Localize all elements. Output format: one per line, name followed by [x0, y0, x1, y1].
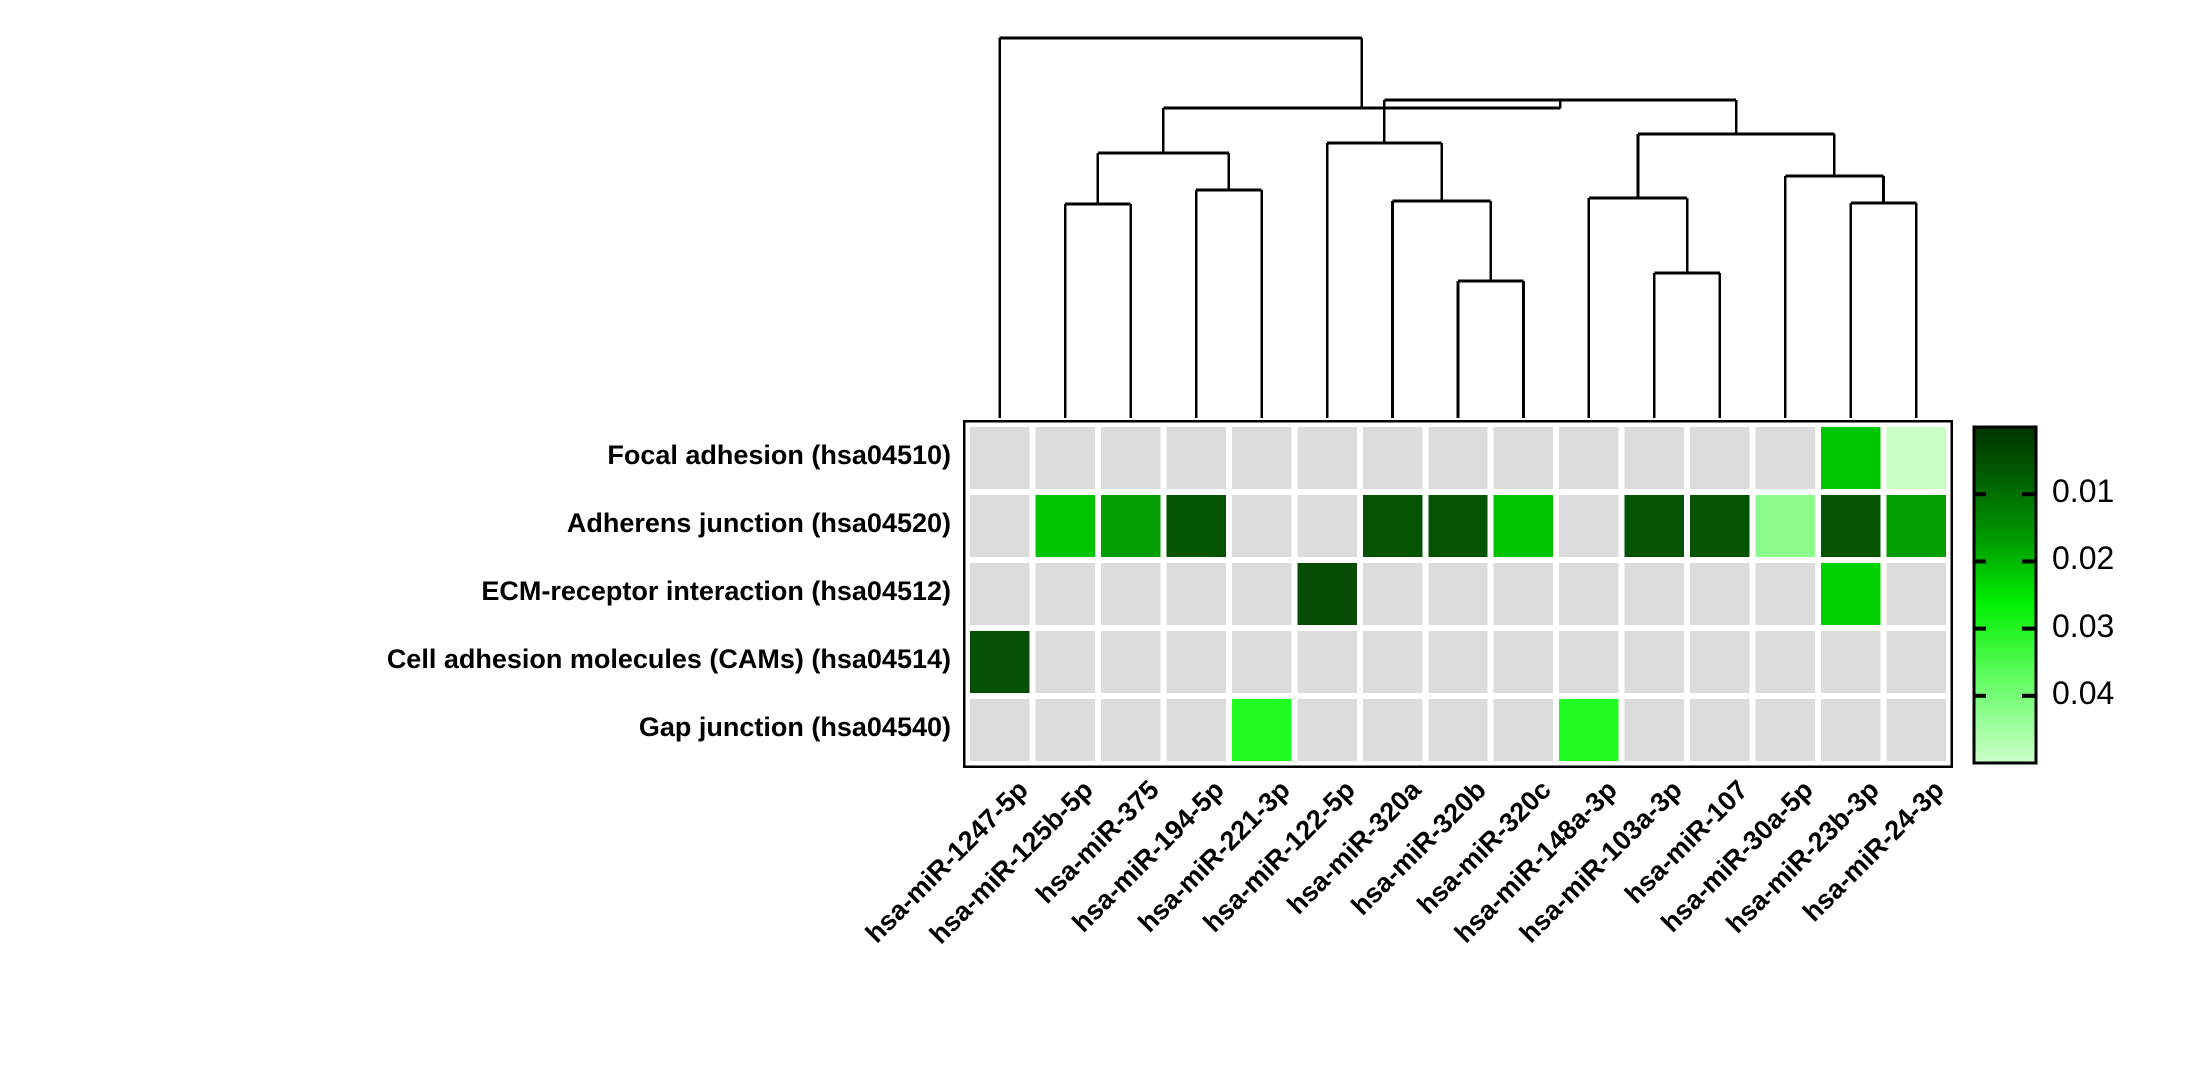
heatmap-cell[interactable]: [1297, 427, 1357, 489]
heatmap-cell[interactable]: [1428, 495, 1488, 557]
colorbar-tick-label: 0.04: [2052, 674, 2115, 711]
heatmap-cell[interactable]: [1755, 699, 1816, 761]
row-label: Gap junction (hsa04540): [638, 712, 951, 742]
heatmap-cell[interactable]: [1690, 699, 1750, 761]
heatmap-cell[interactable]: [1690, 563, 1750, 625]
heatmap-cell[interactable]: [1821, 563, 1881, 625]
heatmap-cell[interactable]: [1755, 427, 1816, 489]
heatmap-cell[interactable]: [1100, 427, 1161, 489]
heatmap-cell[interactable]: [1493, 699, 1554, 761]
heatmap-cell[interactable]: [1100, 495, 1161, 557]
heatmap-cell[interactable]: [1428, 563, 1488, 625]
heatmap-cell[interactable]: [1297, 699, 1357, 761]
row-label: Cell adhesion molecules (CAMs) (hsa04514…: [386, 644, 951, 674]
heatmap-cell[interactable]: [1035, 699, 1095, 761]
heatmap-cell[interactable]: [1493, 427, 1554, 489]
heatmap-cell[interactable]: [1362, 631, 1423, 693]
heatmap-cell[interactable]: [970, 427, 1030, 489]
heatmap-cell[interactable]: [1624, 563, 1685, 625]
colorbar: [1972, 425, 2038, 765]
heatmap-cell[interactable]: [1624, 495, 1685, 557]
colorbar-tick-label: 0.03: [2052, 607, 2115, 644]
heatmap-cell[interactable]: [1821, 631, 1881, 693]
heatmap-cell[interactable]: [1886, 427, 1946, 489]
heatmap-cell[interactable]: [1559, 631, 1619, 693]
heatmap-cell[interactable]: [1493, 631, 1554, 693]
heatmap-cell[interactable]: [1428, 631, 1488, 693]
row-label: Adherens junction (hsa04520): [566, 508, 951, 538]
heatmap-cell[interactable]: [1035, 427, 1095, 489]
heatmap-cell[interactable]: [1166, 563, 1226, 625]
heatmap-cell[interactable]: [970, 495, 1030, 557]
heatmap-cell[interactable]: [1035, 495, 1095, 557]
heatmap-cell[interactable]: [1755, 495, 1816, 557]
heatmap-cell[interactable]: [970, 631, 1030, 693]
heatmap-grid: [963, 420, 1953, 768]
heatmap-cell[interactable]: [1886, 495, 1946, 557]
heatmap-cell[interactable]: [1166, 699, 1226, 761]
heatmap-cell[interactable]: [1559, 495, 1619, 557]
heatmap-cell[interactable]: [1428, 427, 1488, 489]
column-dendrogram: [998, 36, 1918, 418]
colorbar-gradient: [1972, 425, 2038, 765]
heatmap-cell[interactable]: [1231, 563, 1292, 625]
heatmap-cell[interactable]: [1493, 563, 1554, 625]
heatmap-cell[interactable]: [1362, 427, 1423, 489]
heatmap-cell[interactable]: [1100, 699, 1161, 761]
heatmap-cell[interactable]: [1166, 495, 1226, 557]
heatmap-cell[interactable]: [1231, 699, 1292, 761]
heatmap-cell[interactable]: [1886, 631, 1946, 693]
heatmap-cell[interactable]: [1035, 563, 1095, 625]
heatmap-cell[interactable]: [1035, 631, 1095, 693]
heatmap-cell[interactable]: [1821, 427, 1881, 489]
heatmap-cell[interactable]: [1166, 631, 1226, 693]
heatmap-cell[interactable]: [1624, 631, 1685, 693]
row-label: ECM-receptor interaction (hsa04512): [481, 576, 951, 606]
colorbar-tick-label: 0.01: [2052, 473, 2115, 510]
heatmap-cell[interactable]: [1690, 495, 1750, 557]
heatmap-cell[interactable]: [1362, 699, 1423, 761]
heatmap-cell[interactable]: [1297, 495, 1357, 557]
heatmap-cell[interactable]: [1297, 563, 1357, 625]
heatmap-cell[interactable]: [970, 563, 1030, 625]
heatmap-cell[interactable]: [1559, 563, 1619, 625]
colorbar-tick-label: 0.02: [2052, 540, 2115, 577]
heatmap-cell[interactable]: [970, 699, 1030, 761]
heatmap-cell[interactable]: [1690, 427, 1750, 489]
heatmap-cell[interactable]: [1624, 427, 1685, 489]
heatmap-cell[interactable]: [1624, 699, 1685, 761]
heatmap-cell[interactable]: [1755, 631, 1816, 693]
heatmap-cell[interactable]: [1362, 563, 1423, 625]
heatmap-cell[interactable]: [1231, 427, 1292, 489]
heatmap-cell[interactable]: [1231, 495, 1292, 557]
heatmap-cell[interactable]: [1428, 699, 1488, 761]
heatmap-cell[interactable]: [1100, 563, 1161, 625]
heatmap-cell[interactable]: [1886, 699, 1946, 761]
row-label: Focal adhesion (hsa04510): [607, 440, 951, 470]
heatmap-cell[interactable]: [1362, 495, 1423, 557]
heatmap-cell[interactable]: [1755, 563, 1816, 625]
heatmap-cell[interactable]: [1559, 699, 1619, 761]
heatmap-cell[interactable]: [1100, 631, 1161, 693]
heatmap-cell[interactable]: [1690, 631, 1750, 693]
heatmap-cell[interactable]: [1297, 631, 1357, 693]
heatmap-cell[interactable]: [1166, 427, 1226, 489]
heatmap-cell[interactable]: [1493, 495, 1554, 557]
heatmap-cell[interactable]: [1886, 563, 1946, 625]
heatmap-cell[interactable]: [1559, 427, 1619, 489]
heatmap-cell[interactable]: [1231, 631, 1292, 693]
heatmap-cell[interactable]: [1821, 495, 1881, 557]
heatmap-cell[interactable]: [1821, 699, 1881, 761]
